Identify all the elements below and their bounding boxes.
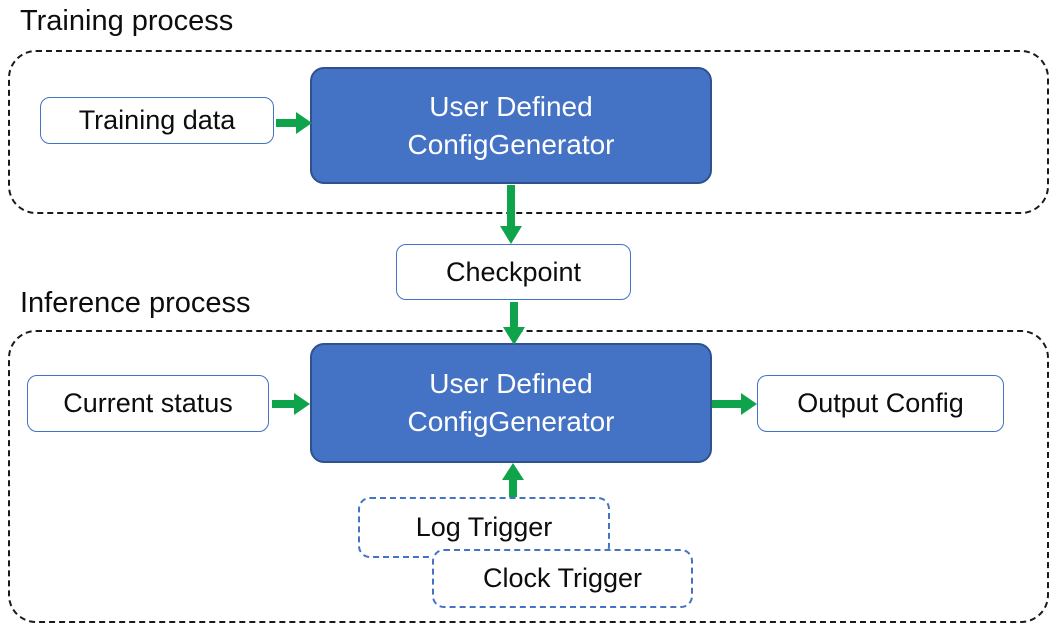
current-status-box: Current status: [27, 375, 269, 432]
inference-generator-line1: User Defined: [429, 368, 593, 399]
inference-config-generator-box: User Defined ConfigGenerator: [310, 343, 712, 463]
arrow-generator-to-output-config: [712, 393, 757, 415]
inference-process-label: Inference process: [20, 287, 251, 319]
arrow-current-status-to-generator: [272, 393, 310, 415]
output-config-box: Output Config: [757, 375, 1004, 432]
training-generator-line2: ConfigGenerator: [407, 128, 615, 160]
training-data-box: Training data: [40, 97, 274, 144]
arrow-checkpoint-to-inference-generator: [503, 302, 525, 345]
clock-trigger-box: Clock Trigger: [432, 549, 693, 608]
training-generator-line1: User Defined: [429, 90, 593, 122]
training-process-container: [8, 50, 1049, 214]
inference-process-container: [8, 330, 1049, 623]
arrow-training-data-to-generator: [276, 112, 312, 134]
training-process-label: Training process: [20, 5, 234, 37]
training-config-generator-box: User Defined ConfigGenerator: [310, 67, 712, 184]
checkpoint-box: Checkpoint: [396, 244, 631, 300]
inference-generator-line2: ConfigGenerator: [407, 406, 615, 437]
arrow-generator-to-checkpoint: [500, 185, 522, 244]
arrow-triggers-to-generator: [502, 463, 524, 498]
